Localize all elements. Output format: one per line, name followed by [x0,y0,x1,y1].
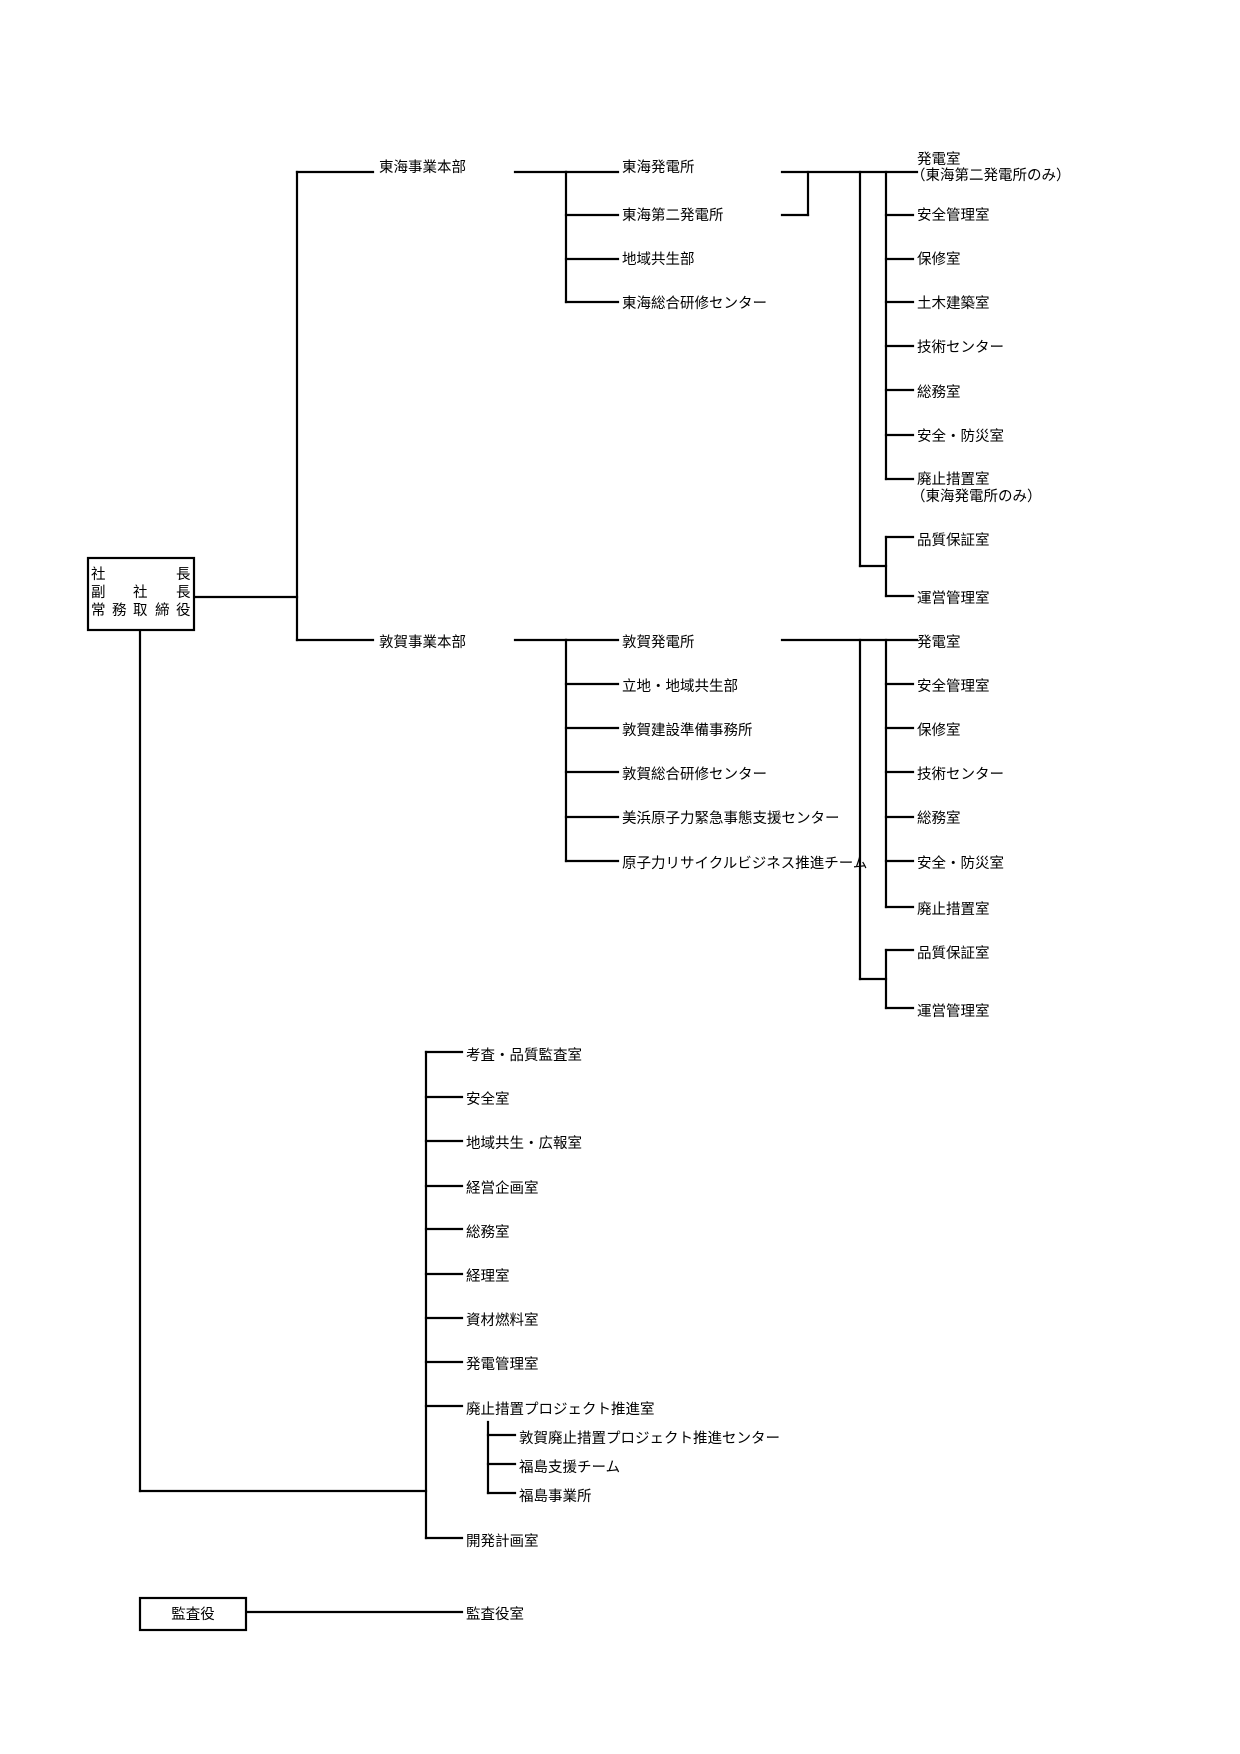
hq-room: 地域共生・広報室 [466,1135,582,1152]
tokai-unit: 東海第二発電所 [622,206,724,224]
tsuruga-division-group: 敦賀事業本部 敦賀発電所 立地・地域共生部 敦賀建設準備事務所 敦賀総合研修セン… [379,634,1004,1020]
hq-room: 経理室 [466,1268,510,1285]
tokai-qa-room: 品質保証室 [917,531,990,549]
exec-line3-char3: 取 [133,603,148,619]
executive-box-frame [86,556,196,632]
tokai-room: 廃止措置室 [917,470,990,488]
exec-line2-char2: 社 [133,584,148,601]
tokai-division-label: 東海事業本部 [379,159,466,176]
tsuruga-qa-room: 品質保証室 [917,944,990,962]
tokai-division-group: 東海事業本部 東海発電所 東海第二発電所 地域共生部 東海総合研修センター 発電… [379,151,1071,607]
tsuruga-unit: 敦賀総合研修センター [622,766,767,783]
tsuruga-division-label: 敦賀事業本部 [379,634,466,651]
tsuruga-unit: 美浜原子力緊急事態支援センター [622,810,840,827]
auditor-box-frame [138,1596,248,1632]
tsuruga-room: 発電室 [917,634,961,651]
exec-line1-char2: 長 [176,567,191,583]
exec-line3-char1: 常 [91,602,106,619]
tokai-room: 安全・防災室 [917,427,1004,445]
hq-subunit: 福島事業所 [519,1488,592,1505]
tsuruga-room: 保修室 [917,722,961,739]
hq-room: 総務室 [466,1224,510,1241]
tokai-unit: 東海発電所 [622,159,695,176]
tokai-qa-room: 運営管理室 [917,590,990,607]
tsuruga-unit: 立地・地域共生部 [622,678,738,695]
exec-line3-char4: 締 [155,602,170,619]
auditor-office-label: 監査役室 [466,1606,524,1623]
tokai-room: 総務室 [917,384,961,401]
tsuruga-room: 安全・防災室 [917,854,1004,872]
exec-line2-char1: 副 [91,584,106,601]
tokai-room: 技術センター [917,339,1004,356]
tsuruga-unit: 敦賀建設準備事務所 [622,722,753,739]
tokai-room-note: （東海第二発電所のみ） [911,166,1071,184]
exec-line3-char2: 務 [112,602,127,619]
tsuruga-room: 技術センター [917,766,1004,783]
exec-line1-char1: 社 [91,566,106,583]
hq-room: 発電管理室 [466,1356,539,1373]
exec-line2-char3: 長 [176,585,191,601]
tsuruga-unit: 敦賀発電所 [622,634,695,651]
hq-subunit: 敦賀廃止措置プロジェクト推進センター [519,1429,780,1447]
tokai-unit: 東海総合研修センター [622,295,767,312]
executive-box: 社 長 副 社 長 常 務 取 締 役 [86,556,196,632]
connector-lines [138,170,919,1614]
tsuruga-qa-room: 運営管理室 [917,1003,990,1020]
tokai-room: 安全管理室 [917,206,990,224]
hq-room: 経営企画室 [466,1179,539,1197]
headquarters-group: 考査・品質監査室 安全室 地域共生・広報室 経営企画室 総務室 経理室 資材燃料… [466,1046,780,1550]
hq-room: 安全室 [466,1090,510,1108]
tokai-room-note: （東海発電所のみ） [911,488,1042,505]
hq-room: 資材燃料室 [466,1311,539,1329]
hq-subunit: 福島支援チーム [519,1459,620,1476]
hq-room: 考査・品質監査室 [466,1046,582,1064]
exec-line3-char5: 役 [176,602,191,619]
hq-room: 開発計画室 [466,1533,539,1550]
tokai-unit: 地域共生部 [622,251,695,268]
hq-room: 廃止措置プロジェクト推進室 [466,1400,655,1418]
tsuruga-room: 廃止措置室 [917,900,990,918]
tokai-room: 土木建築室 [917,294,990,312]
tsuruga-room: 総務室 [917,810,961,827]
auditor-box: 監査役 [138,1596,248,1632]
tsuruga-room: 安全管理室 [917,677,990,695]
auditor-box-label: 監査役 [171,1606,215,1623]
tokai-room: 保修室 [917,251,961,268]
tokai-room: 発電室 [917,151,961,168]
tsuruga-unit: 原子力リサイクルビジネス推進チーム [622,855,867,872]
